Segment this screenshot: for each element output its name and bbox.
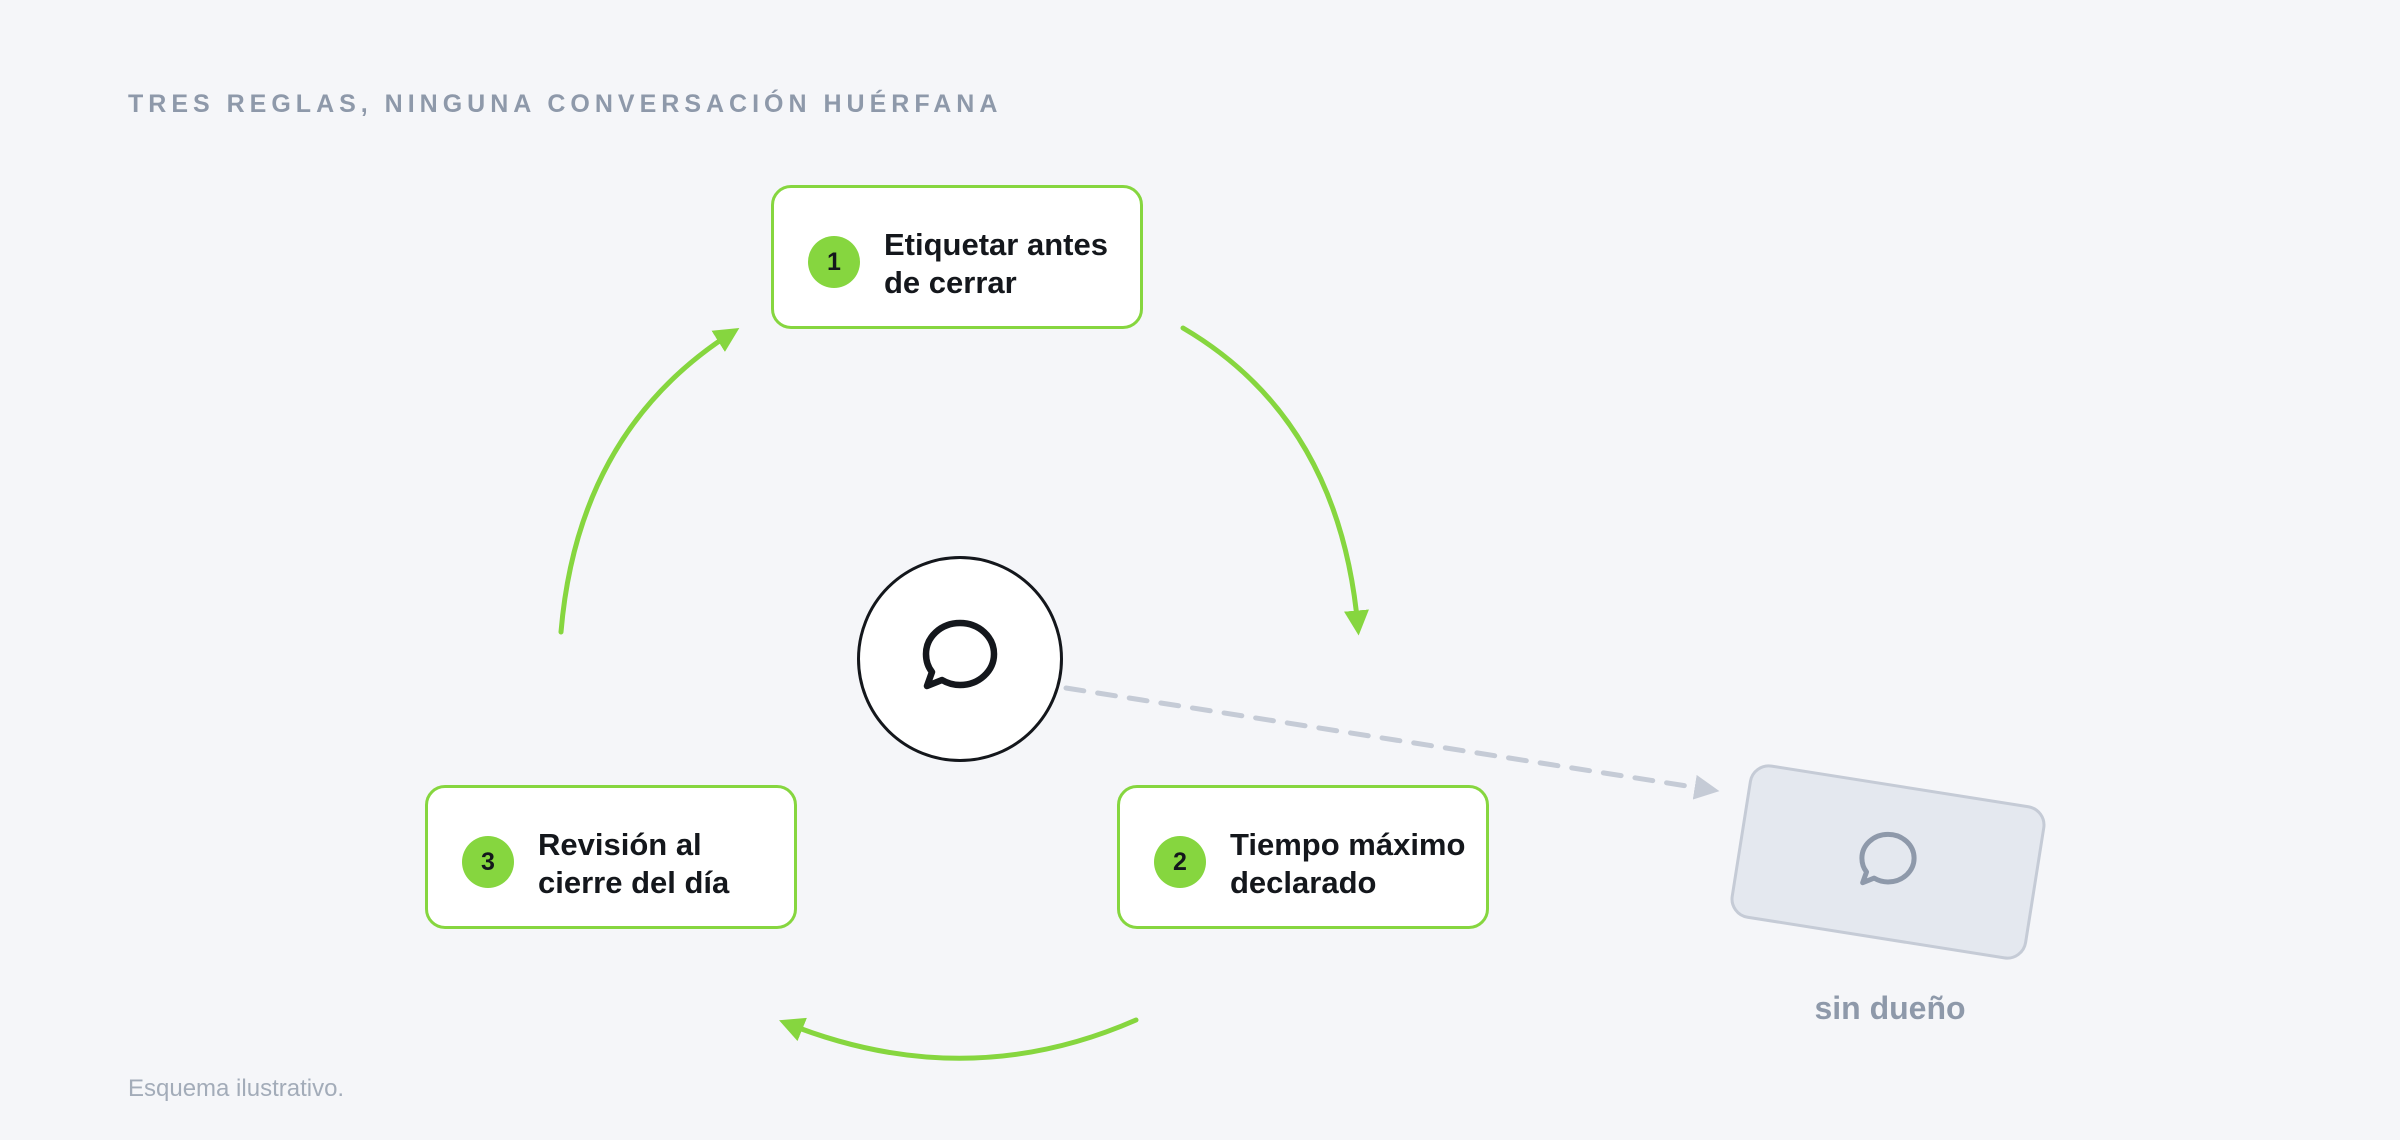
orphan-label: sin dueño <box>1814 990 1966 1026</box>
rule-label: Revisión al cierre del día <box>538 827 730 900</box>
rule-card-1: 1 Etiquetar antes de cerrar <box>771 185 1143 329</box>
arrow-rule2-to-rule3 <box>779 1017 1139 1061</box>
arrow-rule1-to-rule2 <box>1180 325 1369 636</box>
rule-label: Tiempo máximo declarado <box>1230 827 1466 900</box>
chat-bubble-icon <box>1859 831 1917 886</box>
rule-number-badge: 3 <box>462 836 514 888</box>
rule-number-badge: 1 <box>808 236 860 288</box>
chat-bubble-icon <box>922 619 998 690</box>
diagram-heading: TRES REGLAS, NINGUNA CONVERSACIÓN HUÉRFA… <box>128 90 1003 118</box>
rule-label: Etiquetar antes de cerrar <box>884 227 1108 300</box>
arrow-rule3-to-rule1 <box>558 327 740 635</box>
orphan-conversation-card <box>1727 761 2049 963</box>
rule-card-2: 2 Tiempo máximo declarado <box>1117 785 1489 929</box>
footnote: Esquema ilustrativo. <box>128 1075 345 1102</box>
rule-card-3: 3 Revisión al cierre del día <box>425 785 797 929</box>
arrow-center-to-orphan <box>1063 685 1720 800</box>
center-conversation-node <box>857 556 1063 762</box>
rule-number-badge: 2 <box>1154 836 1206 888</box>
